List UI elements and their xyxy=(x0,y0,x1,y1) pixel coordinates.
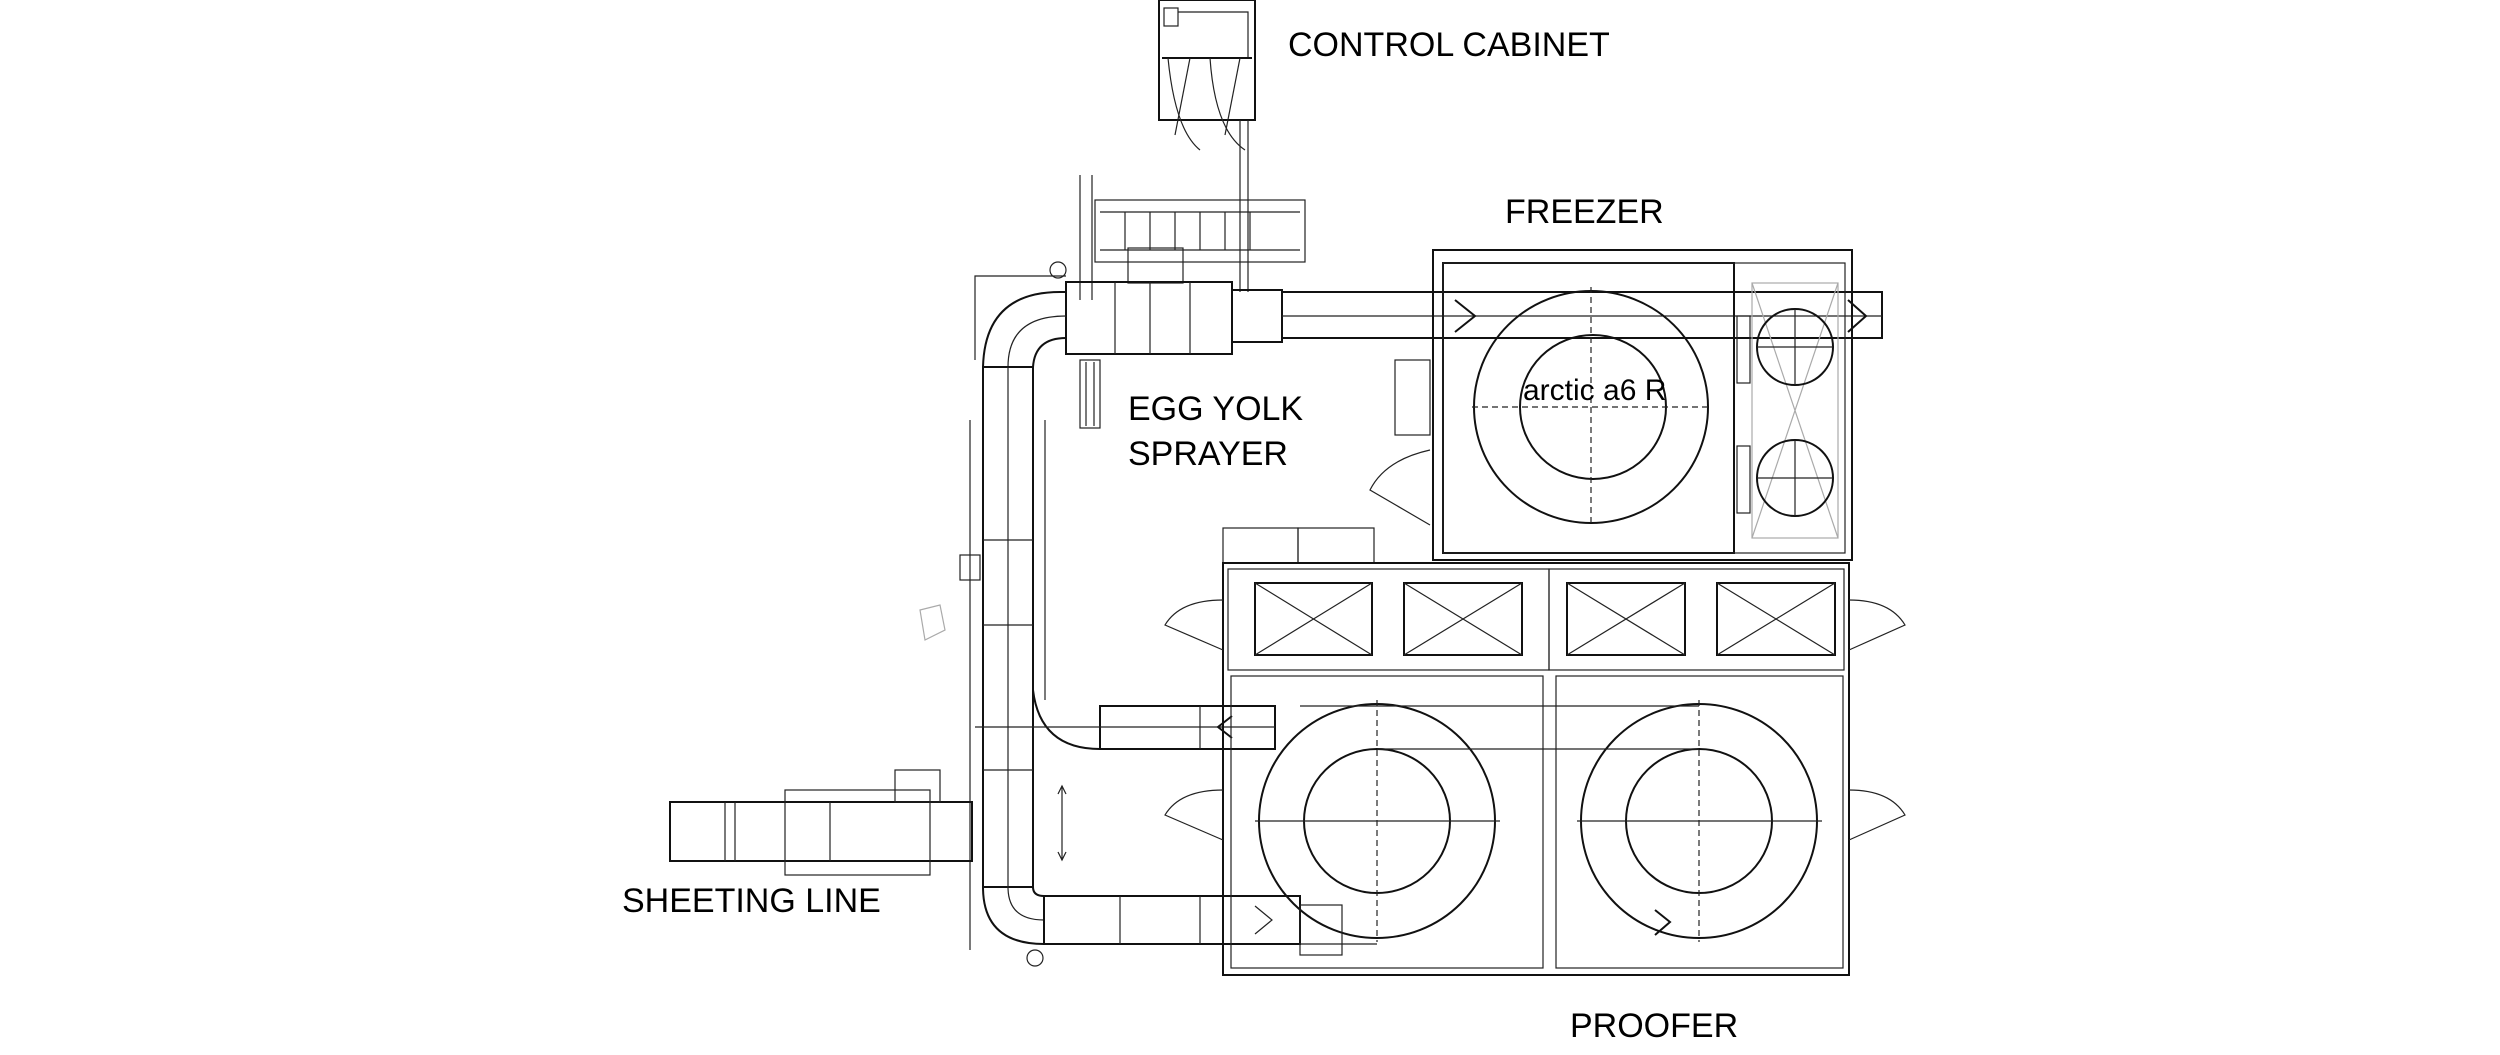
freezer-model-label: arctic a6 R xyxy=(1523,374,1666,407)
proofer xyxy=(1164,527,1906,976)
freezer xyxy=(1369,249,1853,561)
sheeting-line-label: SHEETING LINE xyxy=(622,882,881,920)
egg-yolk-label-line2: SPRAYER xyxy=(1128,435,1288,473)
egg-yolk-sprayer xyxy=(1065,175,1306,429)
proofer-label: PROOFER xyxy=(1570,1007,1738,1045)
freezer-label: FREEZER xyxy=(1505,193,1664,231)
coil-units xyxy=(1254,582,1836,656)
sheeting-line xyxy=(669,769,973,876)
control-cabinet xyxy=(1158,0,1256,292)
conveyor-system xyxy=(919,261,1883,967)
egg-yolk-label-line1: EGG YOLK xyxy=(1128,390,1303,428)
control-cabinet-label: CONTROL CABINET xyxy=(1288,26,1610,64)
